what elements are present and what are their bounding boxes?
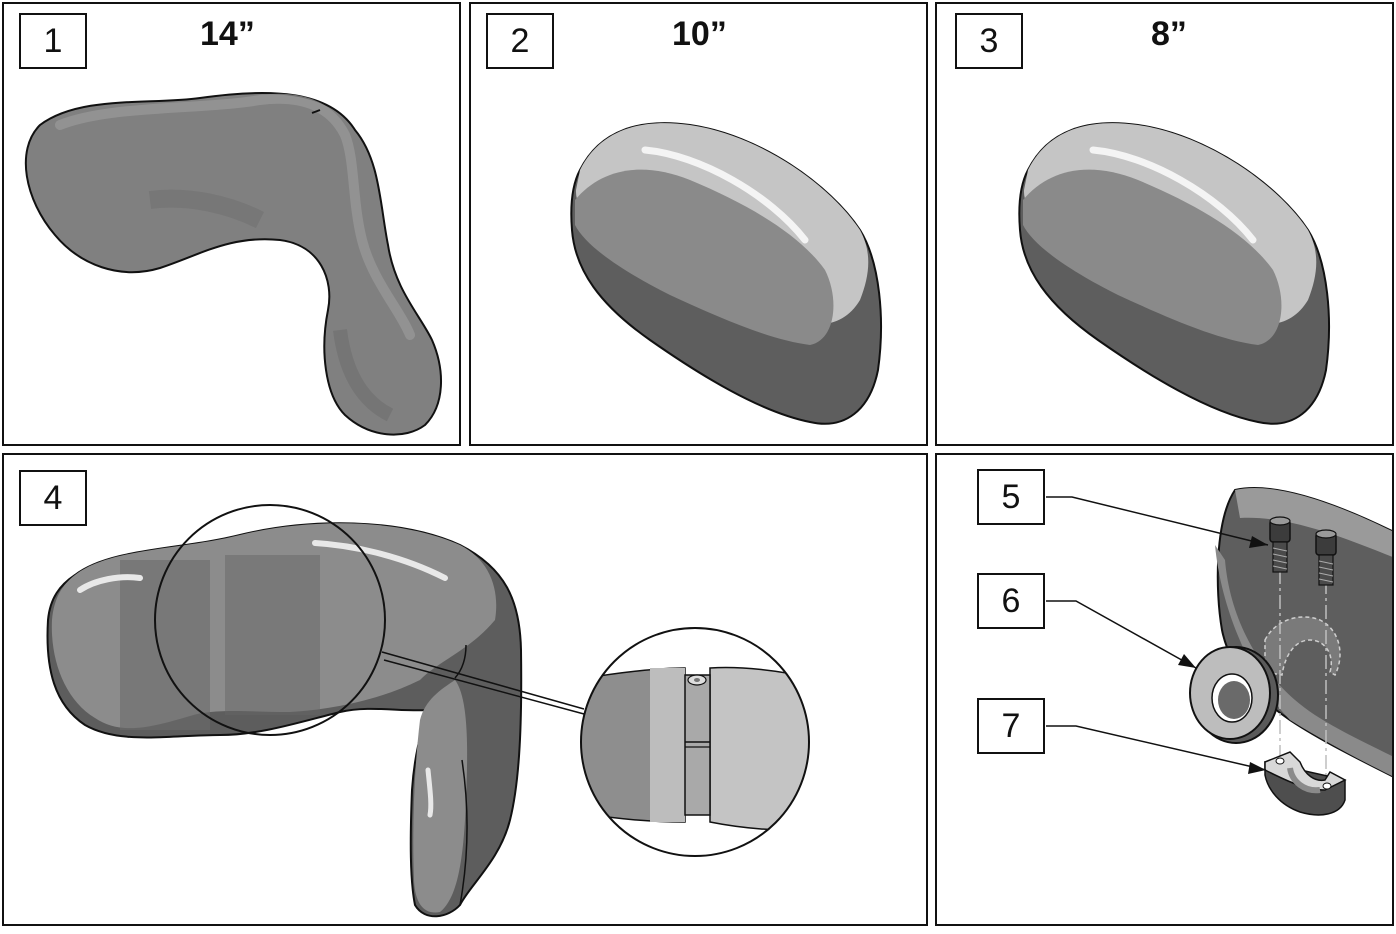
- callout-6-number: 6: [977, 573, 1045, 629]
- headrest-wrap-illustration: [46, 504, 585, 918]
- hinge-detail-illustration: [580, 627, 810, 857]
- panel-2-size-label: 10”: [672, 15, 727, 53]
- panel-3-size-label: 8”: [1151, 15, 1187, 53]
- callout-7-number: 7: [977, 698, 1045, 754]
- headrest-8-illustration: [1018, 122, 1330, 425]
- panel-1-size-label: 14”: [200, 15, 255, 53]
- panel-3-number: 3: [955, 13, 1023, 69]
- callout-5-number: 5: [977, 469, 1045, 525]
- panel-2-number: 2: [486, 13, 554, 69]
- headrest-14-illustration: [24, 91, 442, 436]
- panel-1-number: 1: [19, 13, 87, 69]
- panel-4-number: 4: [19, 470, 87, 526]
- callout-leaders: [1046, 496, 1269, 774]
- headrest-10-illustration: [570, 122, 882, 425]
- hardware-exploded-illustration: [1189, 487, 1392, 816]
